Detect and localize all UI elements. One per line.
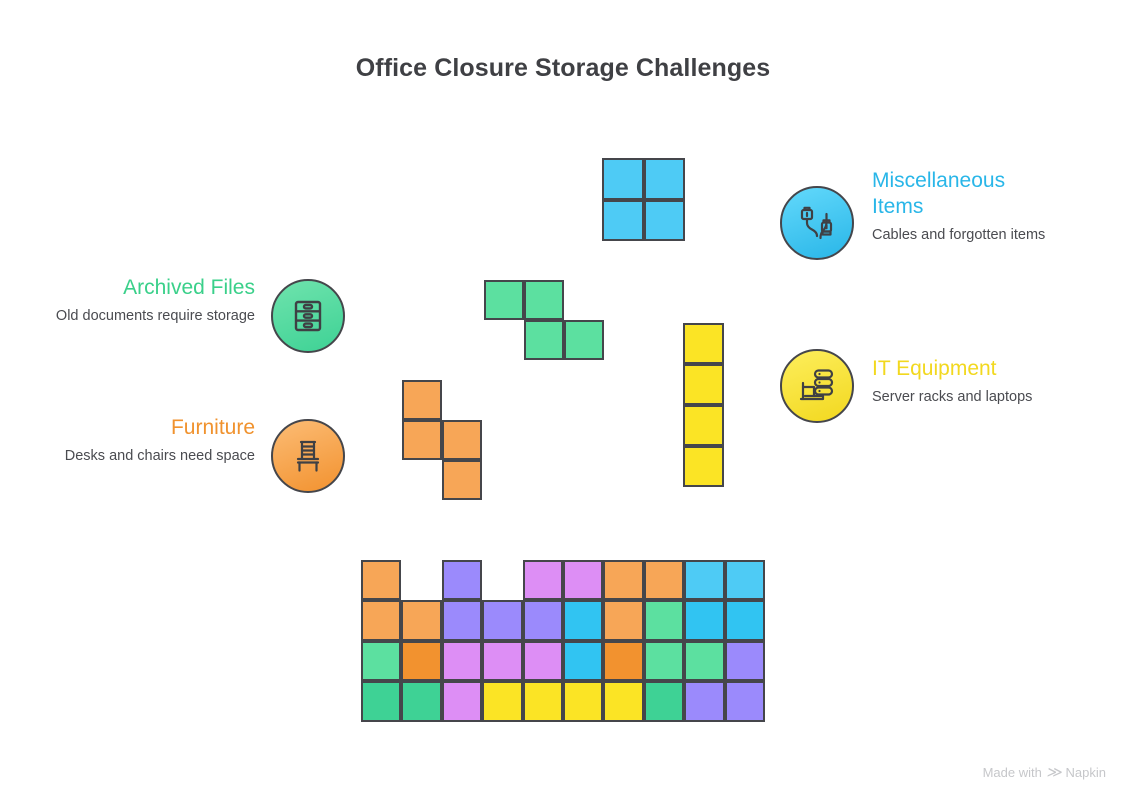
watermark-brand: Napkin xyxy=(1065,765,1106,780)
grid-cell xyxy=(724,600,765,641)
grid-cell xyxy=(684,600,725,641)
label-miscellaneous-items-title: Miscellaneous Items xyxy=(872,169,1006,218)
label-furniture-desc: Desks and chairs need space xyxy=(64,448,255,464)
grid-cell xyxy=(724,640,765,682)
label-furniture: Furniture Desks and chairs need space xyxy=(40,415,255,466)
block-cell xyxy=(524,320,564,360)
label-archived-files-title: Archived Files xyxy=(123,276,255,299)
cable-icon-circle xyxy=(780,186,854,260)
block-cell xyxy=(683,323,724,364)
grid-cell xyxy=(361,681,402,722)
grid-cell xyxy=(401,681,442,722)
grid-cell xyxy=(441,560,483,601)
napkin-watermark: Made with ≫ Napkin xyxy=(982,764,1106,781)
block-cell xyxy=(442,420,482,460)
block-cell xyxy=(683,446,724,487)
grid-cell xyxy=(684,640,725,682)
block-cell xyxy=(683,364,724,405)
grid-cell xyxy=(603,681,644,722)
grid-cell xyxy=(643,600,685,641)
chair-icon-circle xyxy=(271,419,345,493)
grid-cell xyxy=(522,600,563,641)
label-furniture-title: Furniture xyxy=(170,416,255,439)
label-it-equipment-title: IT Equipment xyxy=(872,357,997,380)
label-archived-files-desc: Old documents require storage xyxy=(55,308,255,324)
page-title: Office Closure Storage Challenges xyxy=(355,54,771,82)
grid-cell xyxy=(361,600,402,641)
block-cell xyxy=(602,158,644,200)
block-cell xyxy=(442,460,482,500)
file-cabinet-icon-circle xyxy=(271,279,345,353)
grid-cell xyxy=(684,681,725,722)
grid-cell xyxy=(684,560,725,601)
block-cell xyxy=(602,199,644,241)
grid-cell xyxy=(603,640,644,682)
grid-cell xyxy=(401,640,442,682)
label-miscellaneous-items-desc: Cables and forgotten items xyxy=(872,227,1046,243)
packed-block-grid xyxy=(361,560,765,722)
grid-cell xyxy=(563,640,604,682)
grid-cell xyxy=(563,600,604,641)
grid-cell xyxy=(401,600,442,641)
file-cabinet-icon xyxy=(294,300,322,332)
grid-cell xyxy=(482,600,523,641)
grid-cell xyxy=(361,560,402,601)
block-cell xyxy=(402,420,442,460)
server-rack-icon-circle xyxy=(780,349,854,423)
napkin-logo-icon: ≫ xyxy=(1045,764,1062,781)
grid-cell xyxy=(724,560,765,601)
grid-cell xyxy=(643,640,685,682)
grid-cell xyxy=(522,560,563,601)
grid-cell xyxy=(603,600,644,641)
watermark-made-with: Made with xyxy=(982,765,1042,780)
grid-cell xyxy=(563,681,604,722)
block-cell xyxy=(524,280,564,320)
grid-cell xyxy=(603,560,644,601)
label-archived-files: Archived Files Old documents require sto… xyxy=(40,275,255,326)
block-cell xyxy=(484,280,524,320)
grid-cell xyxy=(482,640,523,682)
server-rack-icon xyxy=(799,369,834,401)
cable-icon xyxy=(800,206,833,240)
grid-cell xyxy=(441,681,483,722)
grid-cell xyxy=(563,560,604,601)
grid-cell xyxy=(643,560,685,601)
block-cell xyxy=(402,380,442,420)
grid-cell xyxy=(643,681,685,722)
label-it-equipment-desc: Server racks and laptops xyxy=(872,389,1033,405)
grid-cell xyxy=(441,640,483,682)
grid-cell xyxy=(724,681,765,722)
block-cell xyxy=(683,405,724,446)
block-cell xyxy=(643,158,685,200)
chair-icon xyxy=(296,440,320,472)
grid-cell xyxy=(522,681,563,722)
grid-cell xyxy=(522,640,563,682)
grid-cell xyxy=(361,640,402,682)
block-cell xyxy=(564,320,604,360)
block-cell xyxy=(643,199,685,241)
label-it-equipment: IT Equipment Server racks and laptops xyxy=(872,356,1072,407)
label-miscellaneous-items: Miscellaneous Items Cables and forgotten… xyxy=(872,168,1052,245)
grid-cell xyxy=(482,681,523,722)
grid-cell xyxy=(441,600,483,641)
